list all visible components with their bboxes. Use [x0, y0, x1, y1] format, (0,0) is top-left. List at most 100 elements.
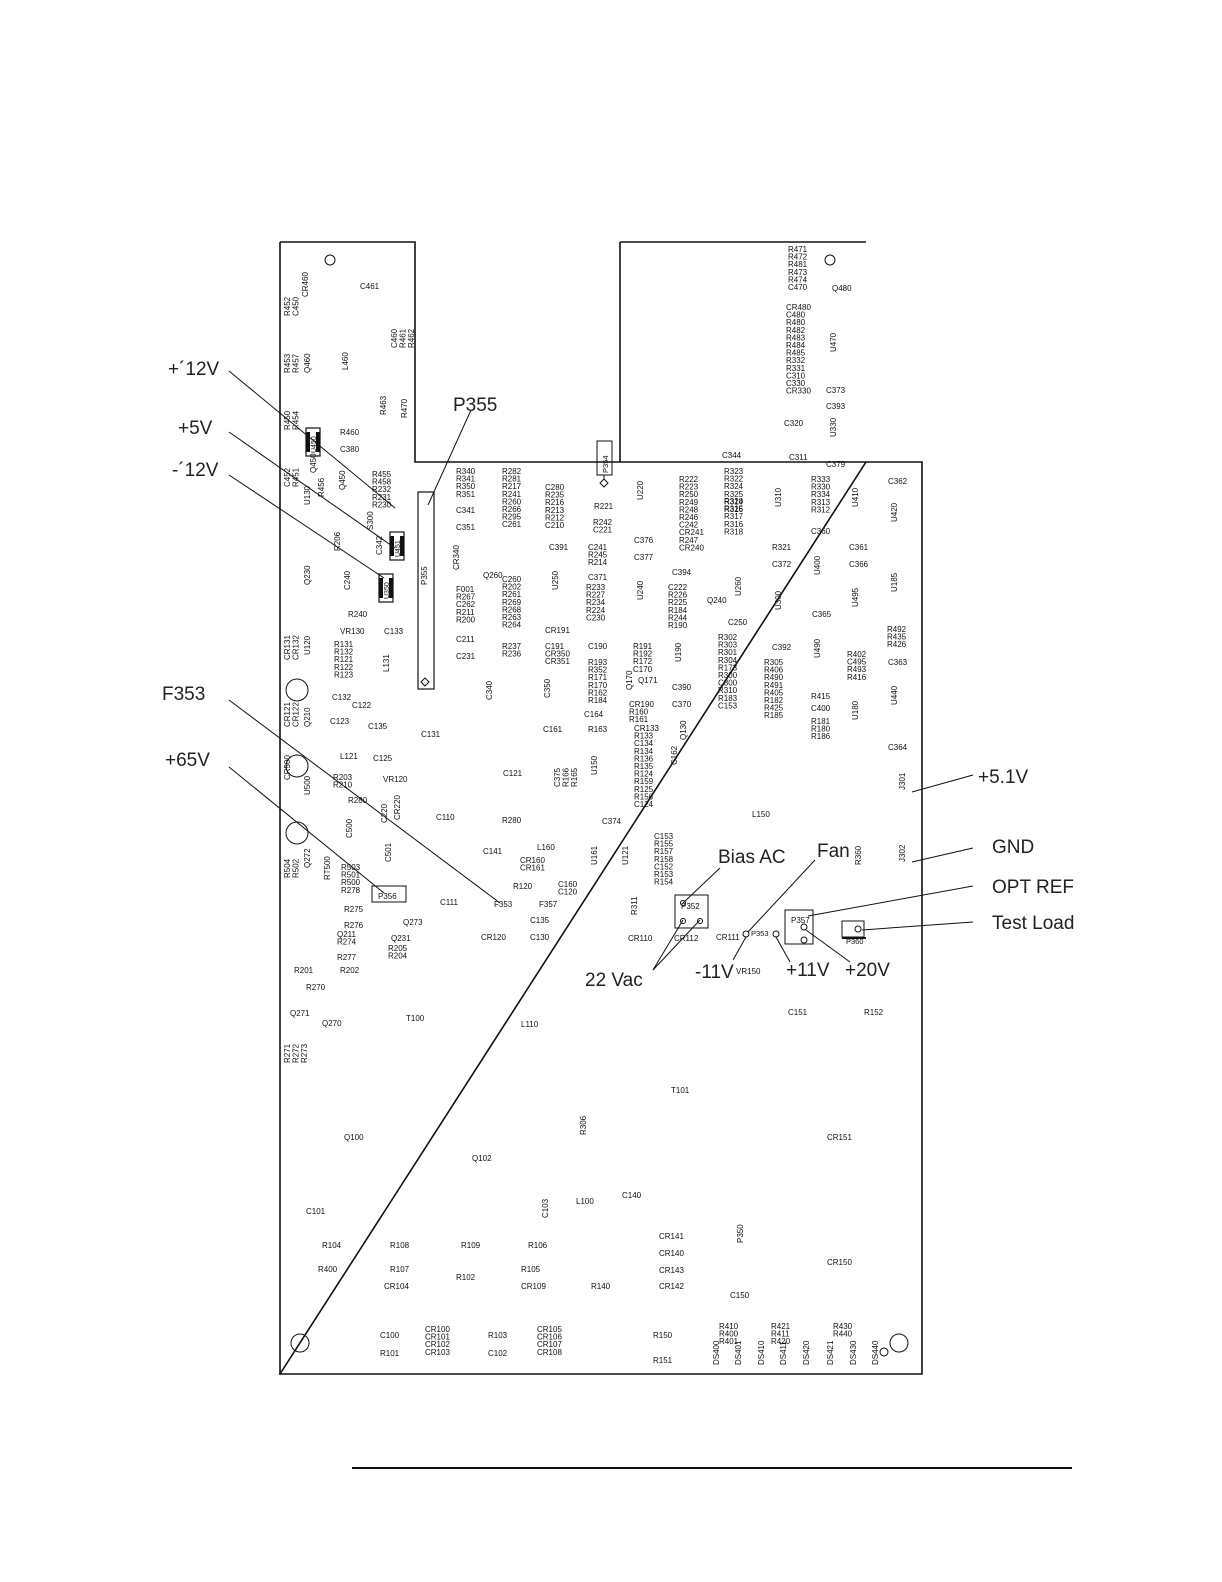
component-label: R240 [348, 610, 368, 619]
mount-hole [285, 678, 309, 702]
mount-hole [290, 1333, 310, 1353]
component-label: R463 [379, 395, 388, 415]
component-label: F353 [494, 900, 513, 909]
component-label: U260 [734, 576, 743, 596]
component-label: CR140 [659, 1249, 684, 1258]
component-label: Q271 [290, 1009, 310, 1018]
ic-label: U350 [384, 582, 391, 599]
component-label: R105 [521, 1265, 541, 1274]
label-minus11v: -11V [695, 962, 734, 983]
mount-hole [879, 1347, 889, 1357]
component-label: DS411 [779, 1341, 788, 1365]
p356-connector [371, 885, 407, 903]
component-label: C311 [789, 453, 808, 462]
component-label: U121 [621, 845, 630, 865]
mount-hole [824, 254, 836, 266]
component-label: C370 [672, 700, 692, 709]
component-label: C394 [672, 568, 692, 577]
component-label: P355 [420, 566, 429, 585]
component-label: R151 [653, 1356, 673, 1365]
component-label: CR191 [545, 626, 570, 635]
component-label: C111 [440, 898, 458, 907]
component-label: C240 [343, 570, 352, 590]
component-label: C371 [588, 573, 608, 582]
component-label: C135 [368, 722, 388, 731]
component-label: R107 [390, 1265, 410, 1274]
mount-hole [285, 754, 309, 778]
component-label: U300 [774, 590, 783, 610]
label-bias-ac: Bias AC [718, 847, 786, 868]
component-label: L121 [340, 752, 358, 761]
component-label: U120 [303, 635, 312, 655]
component-label: R101 [380, 1349, 400, 1358]
component-label: R470 [400, 398, 409, 418]
component-label: U240 [636, 580, 645, 600]
callout-leaders [228, 370, 974, 971]
ic-pins [400, 536, 404, 556]
component-label: C341 [456, 506, 476, 515]
component-label: C379 [826, 460, 846, 469]
component-label: T100 [406, 1014, 425, 1023]
component-label: U185 [890, 572, 899, 592]
component-label: C164 [584, 710, 604, 719]
component-label: R140 [591, 1282, 611, 1291]
component-label: C364 [888, 743, 908, 752]
component-label: Q273 [403, 918, 423, 927]
component-label: R104 [322, 1241, 342, 1250]
component-label: Q171 [638, 676, 658, 685]
component-label: Q460 [303, 353, 312, 373]
label-plus51v: +5.1V [978, 767, 1029, 788]
component-label: R152 [864, 1008, 884, 1017]
component-label: CR110 [628, 934, 653, 943]
component-label: R280 [348, 796, 368, 805]
label-test-load: Test Load [992, 913, 1074, 934]
component-label: Q260 [483, 571, 503, 580]
component-label: R163 [588, 725, 608, 734]
component-label: C452R451 [283, 467, 301, 487]
component-label: R415 [811, 692, 831, 701]
component-label: S300 [366, 511, 375, 530]
label-f353: F353 [162, 684, 205, 705]
component-label: C122 [352, 701, 372, 710]
label-plus5v: +5V [178, 418, 213, 439]
component-label: CR121CR122 [283, 702, 301, 727]
component-label: C391 [549, 543, 569, 552]
component-label: R276 [344, 921, 364, 930]
component-label: Q231 [391, 934, 411, 943]
p352-connector [674, 894, 709, 929]
component-label: C461 [360, 282, 380, 291]
component-label: R311 [630, 896, 639, 915]
ic-label: U451 [395, 540, 402, 557]
p355-pin1-marker [420, 677, 430, 687]
component-label: C377 [634, 553, 654, 562]
component-label: DS430 [849, 1340, 858, 1365]
component-label: R202 [340, 966, 360, 975]
component-label: Q270 [322, 1019, 342, 1028]
component-label: CR151 [827, 1133, 852, 1142]
component-label: C351 [456, 523, 476, 532]
component-label: DS421 [826, 1340, 835, 1365]
component-label: P350 [736, 1224, 745, 1243]
component-label: U470 [829, 332, 838, 352]
component-label: C141 [483, 847, 503, 856]
component-label: C101 [306, 1207, 326, 1216]
mount-hole [889, 1333, 909, 1353]
component-label: C250 [728, 618, 748, 627]
